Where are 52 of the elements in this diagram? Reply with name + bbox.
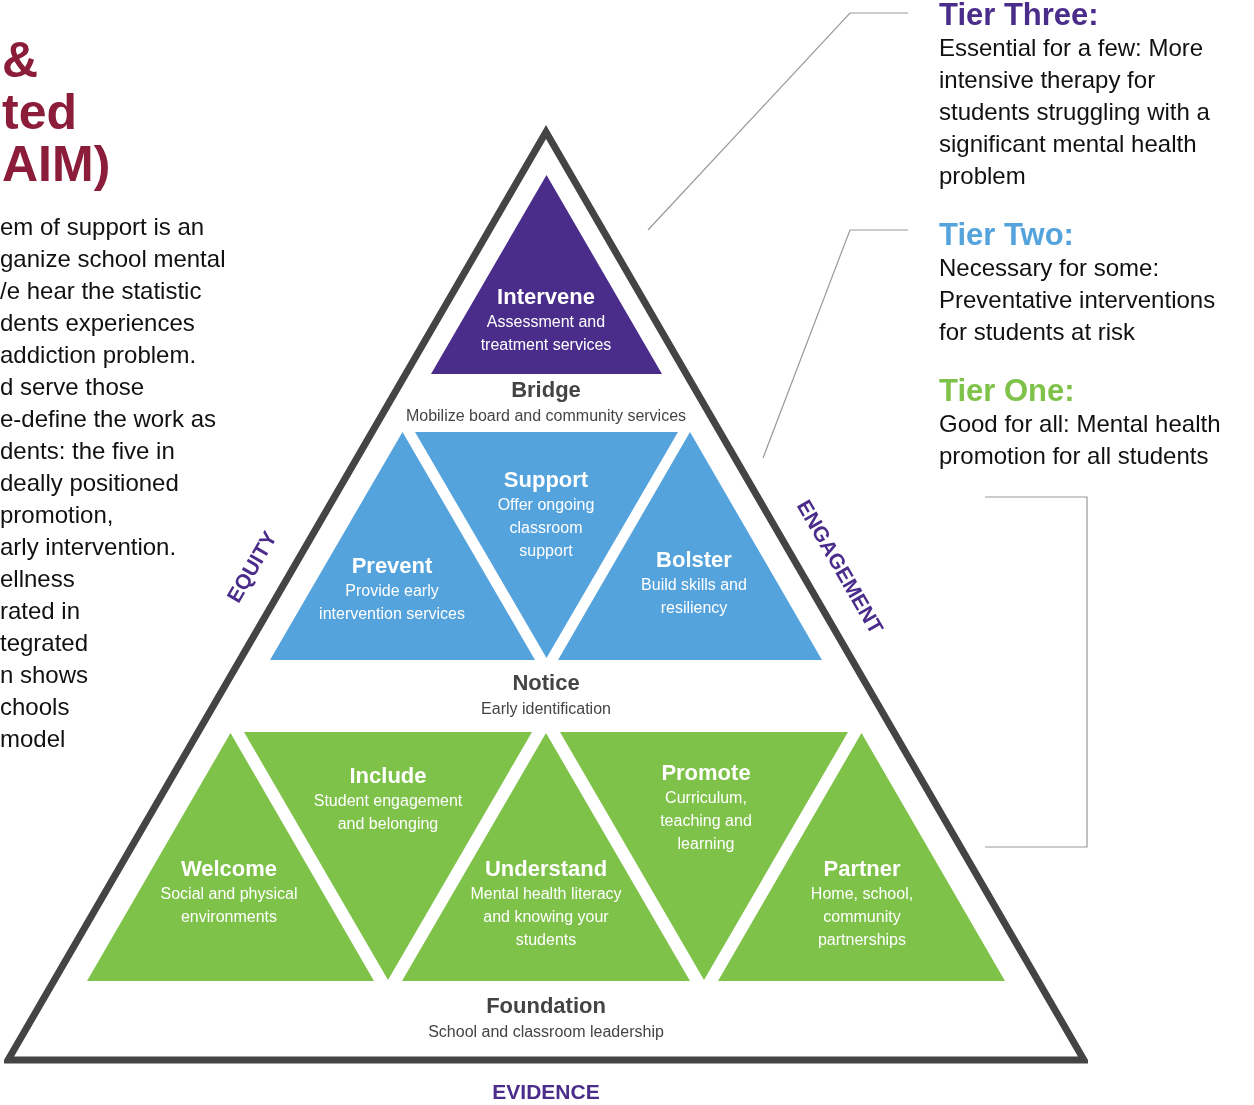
tier-description: Student engagement and belonging — [312, 791, 464, 834]
tier-heading: Bolster — [655, 547, 733, 573]
paragraph-line: em of support is an — [0, 213, 205, 241]
leader-line — [762, 229, 909, 459]
paragraph-line: dents: the five in — [0, 437, 175, 465]
tier-description: Social and physical environments — [159, 884, 299, 927]
paragraph-line: /e hear the statistic — [0, 277, 202, 305]
paragraph-line: dents experiences — [0, 309, 195, 337]
side-label: EVIDENCE — [492, 1080, 600, 1104]
tier-description: Home, school, community partnerships — [809, 884, 915, 950]
paragraph-line: e-define the work as — [0, 405, 217, 433]
tier-description: Build skills and resiliency — [640, 575, 748, 618]
tier-description: Provide early intervention services — [318, 581, 466, 624]
tier-heading: Promote — [660, 760, 752, 786]
band-description: Mobilize board and community services — [405, 407, 687, 425]
tier-title: Tier Two: — [939, 220, 1075, 250]
tier-description: Curriculum, teaching and learning — [659, 788, 753, 854]
paragraph-line: arly intervention. — [0, 533, 177, 561]
tier-heading: Intervene — [496, 284, 596, 310]
paragraph-line: addiction problem. — [0, 341, 197, 369]
paragraph-line: tegrated — [0, 629, 89, 657]
tier-description: Good for all: Mental health promotion for all students — [939, 409, 1222, 471]
paragraph-line: rated in — [0, 597, 81, 625]
tier-description: Essential for a few: More intensive therapy for students struggling with a significant mental health problem — [939, 33, 1211, 191]
band-heading: Bridge — [511, 377, 581, 403]
band-heading: Foundation — [486, 993, 606, 1019]
tier-heading: Welcome — [179, 856, 279, 882]
paragraph-line: model — [0, 725, 66, 753]
tier-heading: Prevent — [350, 553, 434, 579]
tier-heading: Include — [348, 763, 428, 789]
band-description: Early identification — [481, 700, 611, 718]
paragraph-line: ganize school mental — [0, 245, 226, 273]
tier-description: Assessment and treatment services — [479, 312, 613, 355]
paragraph-line: chools — [0, 693, 70, 721]
tier-description: Necessary for some: Preventative interventions for students at risk — [939, 253, 1217, 347]
tier-title: Tier Three: — [939, 0, 1100, 30]
paragraph-line: ellness — [0, 565, 75, 593]
triangle-block — [431, 175, 662, 374]
tier-heading: Understand — [483, 856, 609, 882]
leader-line — [647, 12, 909, 231]
tier-description: Offer ongoing classroom support — [496, 495, 596, 561]
tier-heading: Partner — [822, 856, 902, 882]
paragraph-line: n shows — [0, 661, 89, 689]
tier-description: Mental health literacy and knowing your students — [469, 884, 623, 950]
tier-heading: Support — [502, 467, 590, 493]
band-description: School and classroom leadership — [428, 1023, 664, 1041]
title: & ted AIM) — [2, 34, 112, 190]
paragraph-line: deally positioned — [0, 469, 179, 497]
tier-title: Tier One: — [939, 376, 1076, 406]
band-heading: Notice — [512, 670, 580, 696]
paragraph-line: promotion, — [0, 501, 114, 529]
paragraph-line: d serve those — [0, 373, 145, 401]
